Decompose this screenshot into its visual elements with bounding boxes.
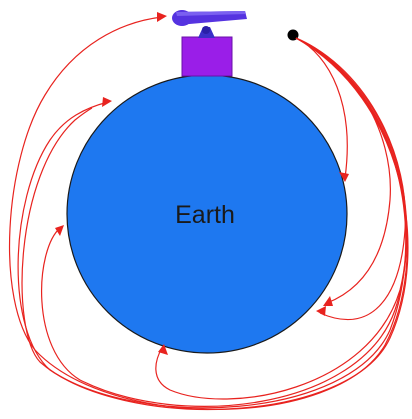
trajectory-7-arrowhead [157,12,167,22]
trajectory-4 [155,37,407,400]
trajectory-1-arrowhead [339,172,349,182]
trajectory-2-arrowhead [323,296,333,306]
trajectories [9,12,409,410]
cannonball-dot [287,29,299,41]
trajectory-6-arrowhead [102,97,112,107]
earth: Earth [66,74,348,354]
earth-label: Earth [175,201,235,229]
trajectory-8 [21,37,409,410]
cannon-icon [172,10,247,38]
trajectory-5 [41,37,408,407]
mountain-block [181,36,233,77]
trajectory-5-arrowhead [55,225,64,236]
trajectory-4-arrowhead [158,344,168,355]
trajectory-3-arrowhead [316,306,326,316]
